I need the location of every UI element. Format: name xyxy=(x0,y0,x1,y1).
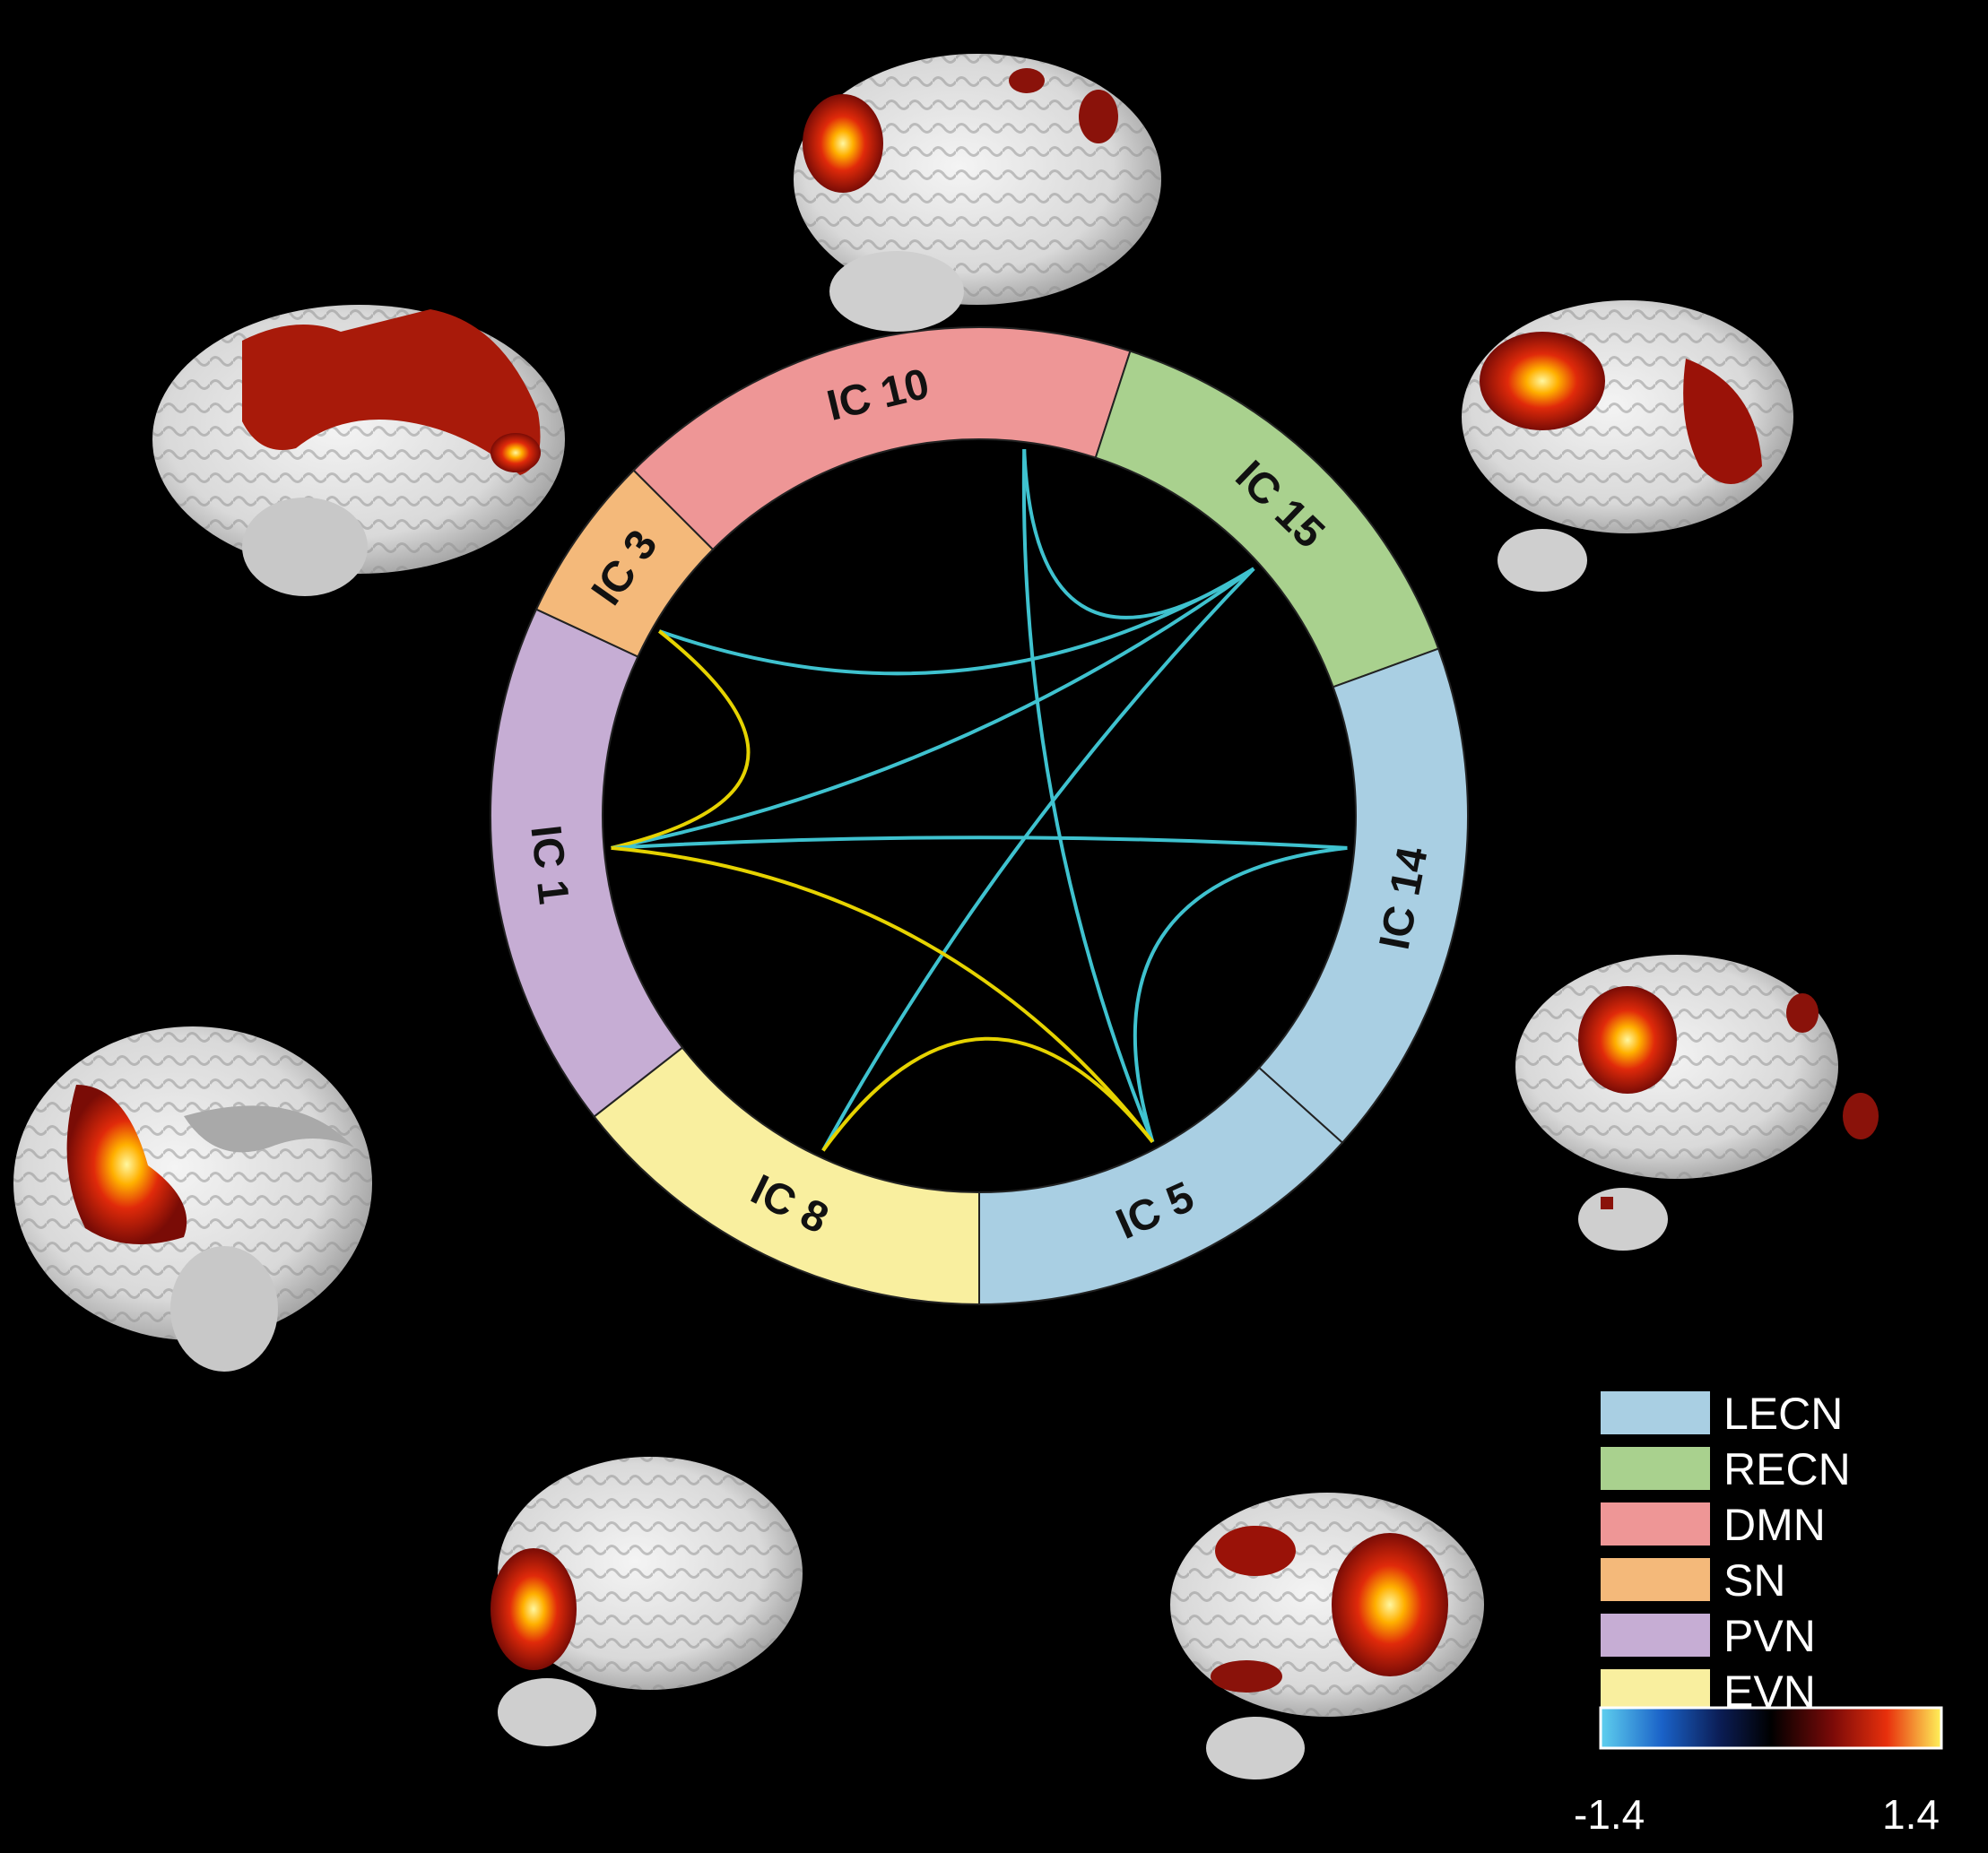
brain-image-ic3 xyxy=(152,305,565,596)
ring-segment-ic14 xyxy=(1257,647,1469,1145)
chord-ring xyxy=(490,326,1469,1306)
legend-swatch-recn xyxy=(1601,1447,1710,1490)
segment-label-ic1: IC 1 xyxy=(521,823,577,906)
colorbar-min-label: -1.4 xyxy=(1574,1791,1645,1838)
brain-image-ic14 xyxy=(1515,955,1879,1251)
legend-label-recn: RECN xyxy=(1723,1444,1851,1494)
legend-swatch-lecn xyxy=(1601,1391,1710,1434)
brain-image-ic8 xyxy=(490,1457,803,1746)
legend-label-lecn: LECN xyxy=(1723,1389,1843,1439)
colorbar: -1.4 1.4 xyxy=(1574,1706,1943,1838)
ring-segment-ic3 xyxy=(534,469,715,658)
connection-ic3-ic1 xyxy=(611,629,751,850)
connection-ic14-ic5 xyxy=(1133,845,1348,1143)
legend-swatch-pvn xyxy=(1601,1614,1710,1657)
brain-image-ic1 xyxy=(13,1026,372,1372)
brain-image-ic15 xyxy=(1462,300,1793,592)
connection-ic15-ic1 xyxy=(611,567,1255,850)
legend-label-dmn: DMN xyxy=(1723,1500,1826,1550)
connections xyxy=(611,448,1348,1152)
colorbar-gradient xyxy=(1599,1706,1943,1750)
connection-ic8-ic5 xyxy=(821,1036,1154,1152)
brain-image-ic10 xyxy=(794,54,1161,332)
connection-ic1-ic14 xyxy=(611,836,1348,850)
connection-ic15-ic8 xyxy=(821,567,1255,1152)
brain-image-ic5 xyxy=(1170,1493,1484,1779)
colorbar-max-label: 1.4 xyxy=(1882,1791,1940,1838)
legend-swatch-sn xyxy=(1601,1558,1710,1601)
legend-label-pvn: PVN xyxy=(1723,1611,1816,1661)
ring-segment-ic1 xyxy=(490,608,684,1118)
connection-ic1-ic5 xyxy=(611,845,1154,1144)
connection-ic15-ic3 xyxy=(658,567,1255,676)
legend-label-sn: SN xyxy=(1723,1555,1785,1606)
legend-swatch-evn xyxy=(1601,1669,1710,1712)
legend-swatch-dmn xyxy=(1601,1502,1710,1546)
ring-segment-ic10 xyxy=(632,326,1132,551)
